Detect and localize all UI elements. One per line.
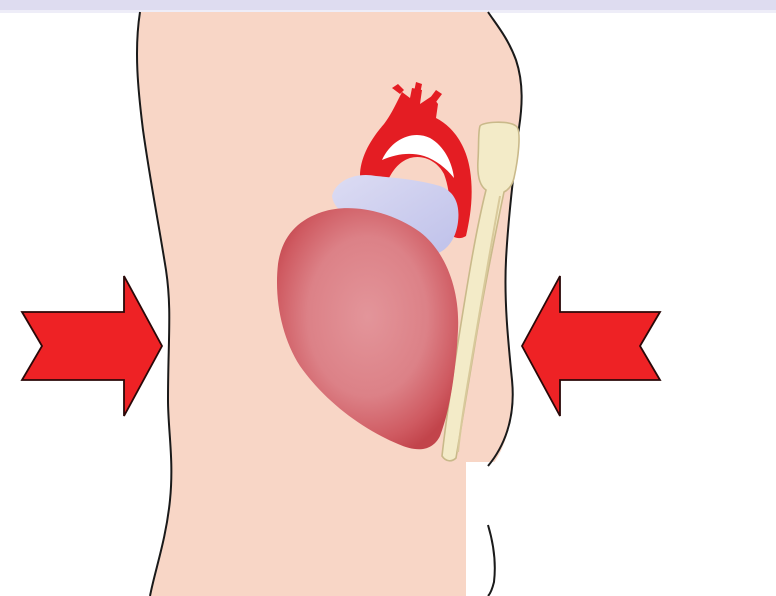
right-compression-arrow-icon bbox=[522, 276, 660, 416]
lower-right-cutout bbox=[466, 462, 506, 596]
left-compression-arrow-icon bbox=[22, 276, 162, 416]
top-border-band bbox=[0, 0, 776, 10]
